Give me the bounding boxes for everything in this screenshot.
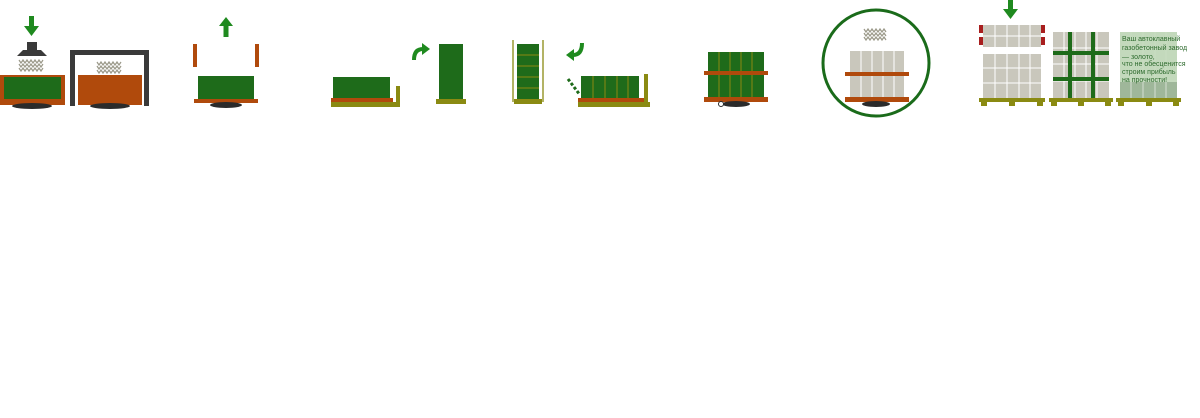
step-autoclave (821, 8, 931, 118)
step-mold-removal (193, 17, 259, 108)
pallet-note-line-6: на прочности! (1122, 77, 1167, 84)
step-cutting (512, 40, 650, 107)
arrow-down-icon-2 (1003, 0, 1018, 19)
press-head-icon (17, 42, 47, 73)
pallet-note-line-2: газобетонный завод (1122, 44, 1187, 52)
pallet-note-line-4: что не обесценится (1122, 60, 1186, 68)
autoclave-circle-icon (821, 8, 931, 118)
step-press (0, 16, 149, 109)
mold-frame-icon (70, 50, 149, 109)
step-packing: Ваш автоклавный газобетонный завод — зол… (979, 0, 1187, 106)
mold-green-icon (0, 75, 65, 109)
pallet-note-line-1: Ваш автоклавный (1122, 35, 1180, 43)
rotate-back-arrow-icon (566, 42, 584, 61)
arrow-down-icon (24, 16, 39, 36)
pallet-note-line-3: — золото, (1122, 54, 1155, 61)
step-tilt (331, 43, 466, 107)
rotate-arrow-icon (412, 43, 430, 61)
step-autoclave-cart (704, 52, 768, 107)
pallet-note-line-5: строим прибыль (1122, 68, 1176, 76)
arrow-up-icon (219, 17, 233, 37)
